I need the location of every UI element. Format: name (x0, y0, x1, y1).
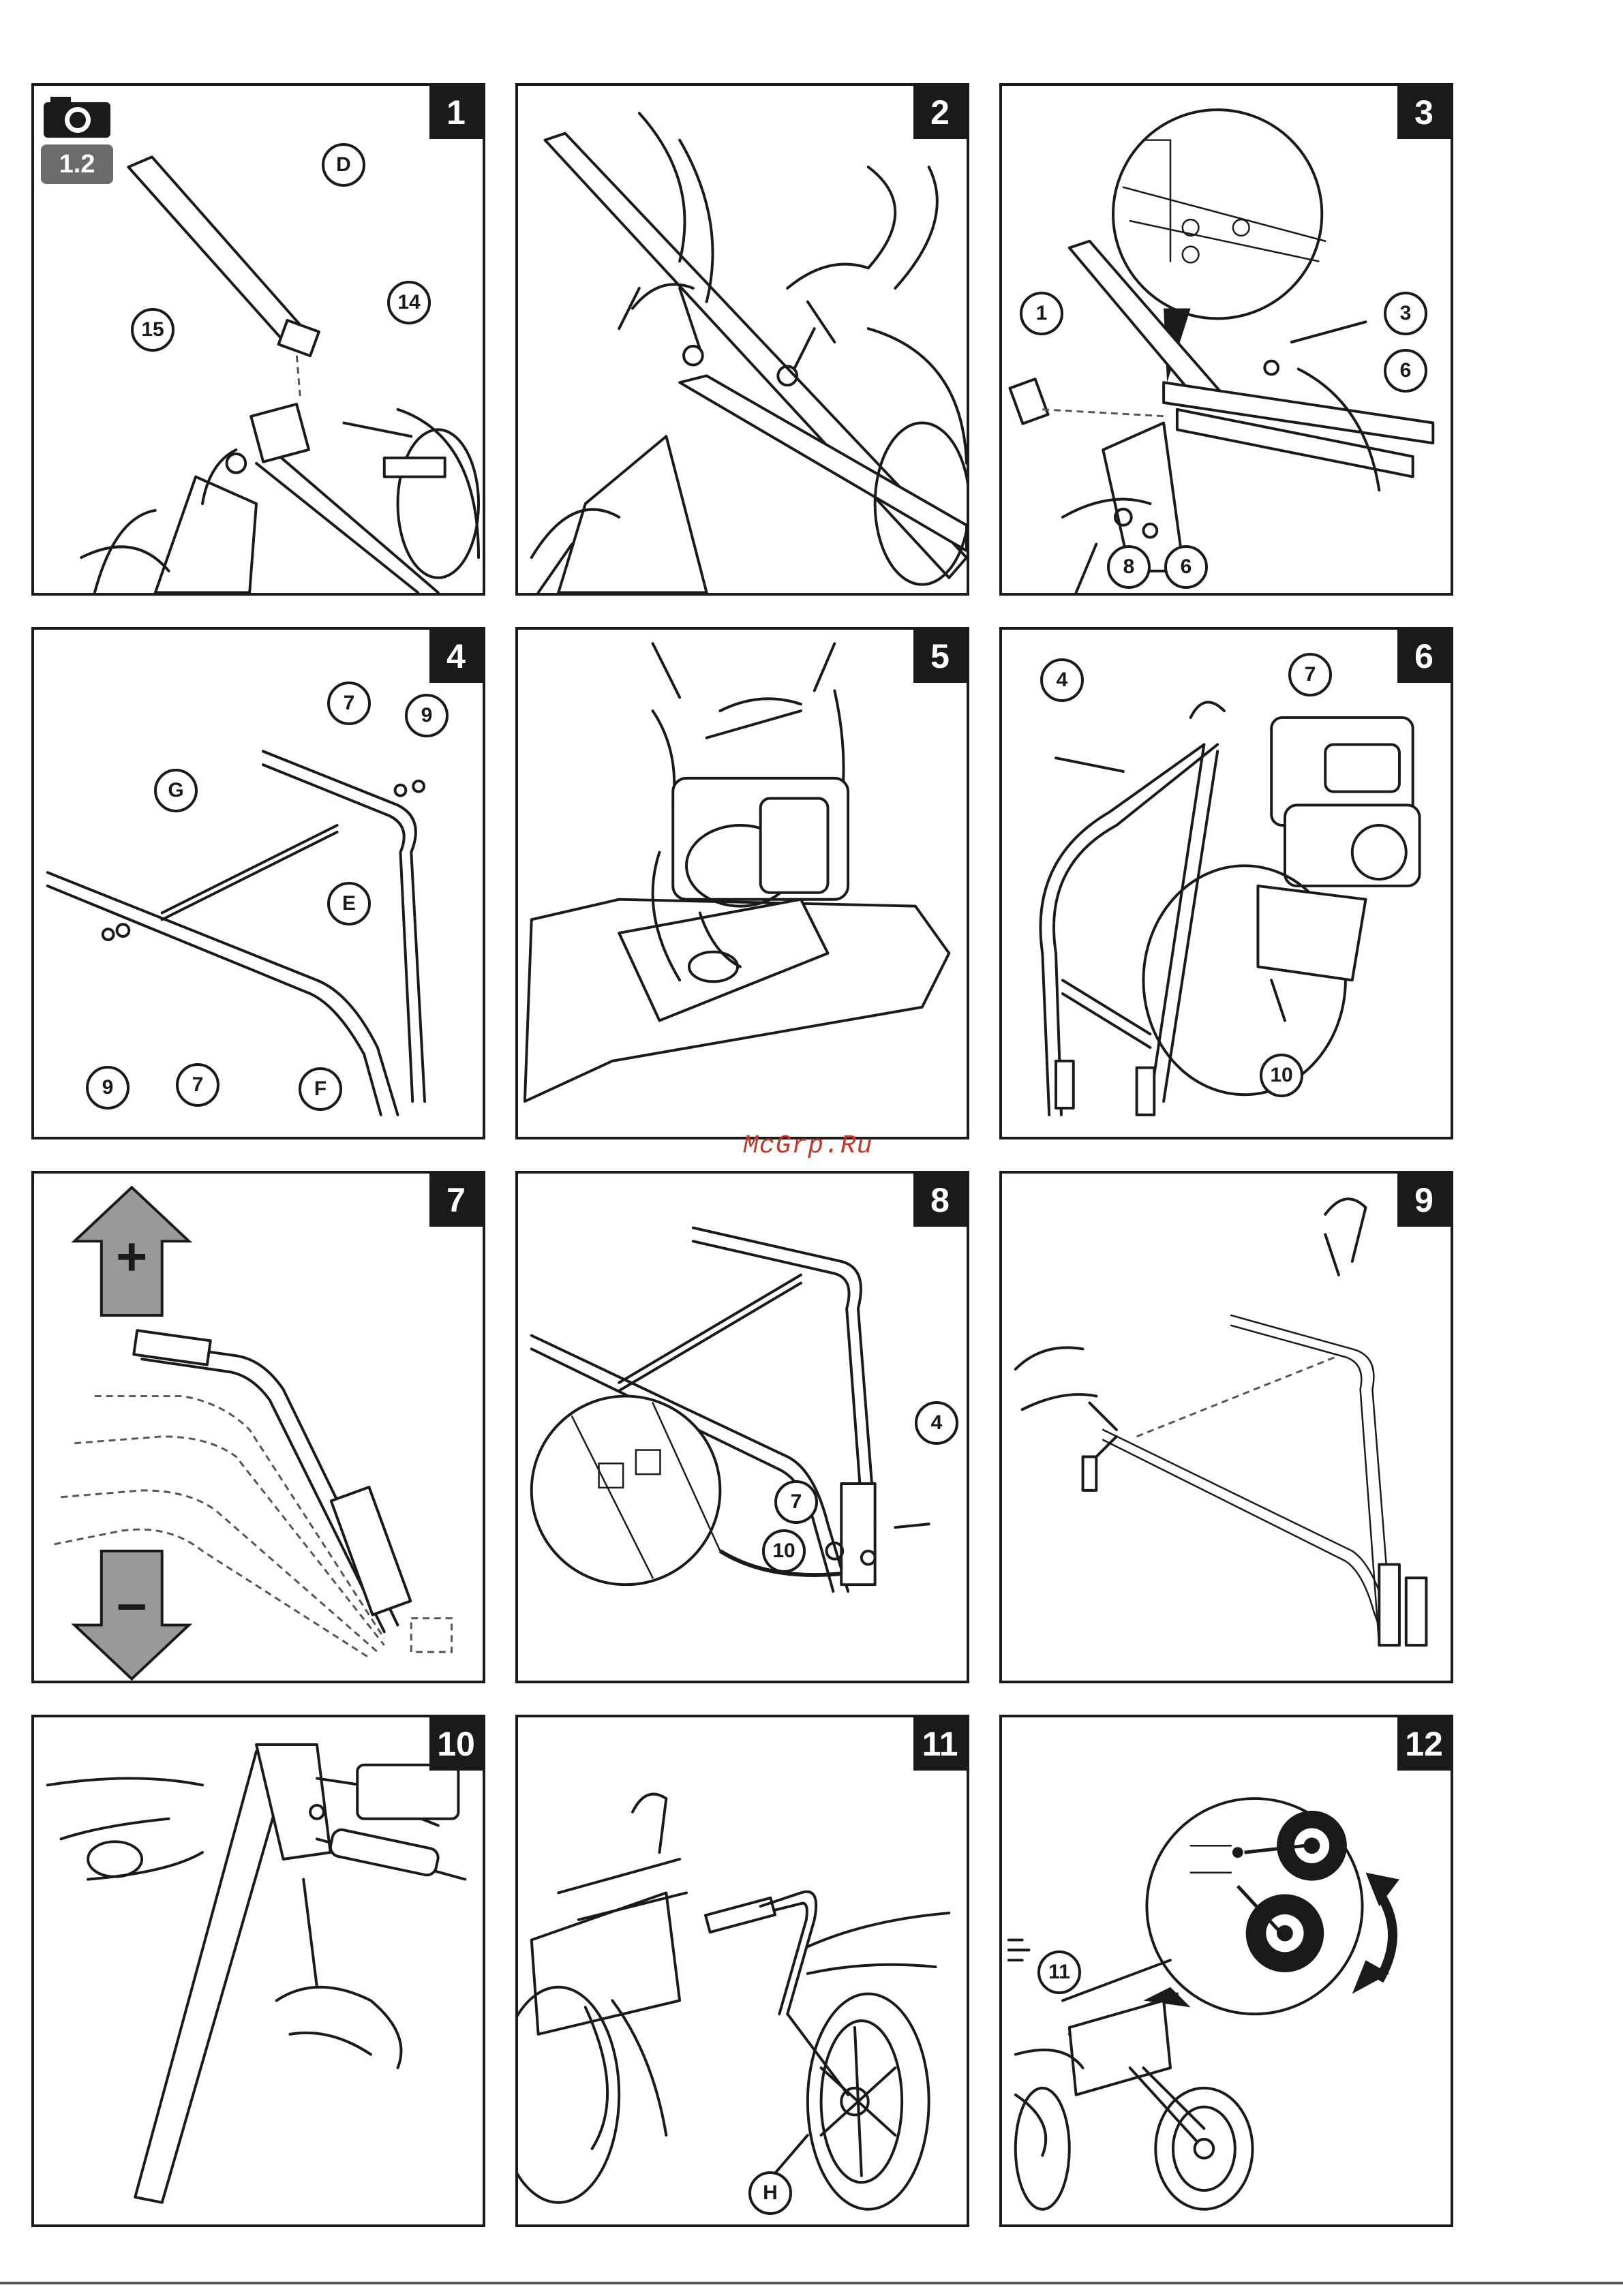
panel-number: 7 (429, 1174, 483, 1227)
callout-F: F (299, 1067, 342, 1111)
callout-7: 7 (1288, 653, 1332, 697)
panel-9: 9 (999, 1171, 1453, 1683)
callout-4: 4 (1040, 658, 1084, 702)
illustration-height-adjustment: +– (34, 1174, 483, 1681)
panel-5: 5 (515, 627, 969, 1139)
panel-4: 4 7 9 G E 9 7 F (31, 627, 485, 1139)
panel-7: +– 7 (31, 1171, 485, 1683)
panel-3: 3 1 3 6 8 6 (999, 83, 1453, 596)
panel-8: 8 4 7 10 (515, 1171, 969, 1683)
panel-2: 2 (515, 83, 969, 596)
panel-10: 10 (31, 1715, 485, 2227)
illustration-lifting-out-of-box (518, 630, 967, 1137)
callout-7-bottom: 7 (176, 1063, 219, 1107)
callout-14: 14 (387, 281, 431, 324)
callout-1: 1 (1020, 292, 1063, 335)
callout-15: 15 (131, 308, 175, 352)
panel-number: 6 (1397, 630, 1451, 683)
minus-label: – (117, 1573, 147, 1634)
callout-E: E (327, 882, 371, 925)
callout-3: 3 (1384, 292, 1427, 335)
illustration-tightening-handlebar (1002, 1174, 1451, 1681)
callout-10: 10 (1260, 1054, 1303, 1097)
watermark: McGrp.Ru (743, 1131, 873, 1161)
callout-11: 11 (1037, 1950, 1081, 1994)
plus-label: + (116, 1226, 147, 1287)
callout-G: G (154, 769, 198, 812)
callout-9-bottom: 9 (86, 1066, 130, 1109)
callout-6-lower: 6 (1164, 545, 1208, 589)
version-badge: 1.2 (41, 144, 113, 184)
callout-9-top: 9 (405, 694, 449, 737)
panel-6: 6 4 7 10 (999, 627, 1453, 1139)
callout-7-top: 7 (327, 682, 371, 725)
panel-number: 3 (1397, 86, 1451, 139)
illustration-bolt-holes-detail (1002, 86, 1451, 593)
camera-icon (41, 94, 113, 139)
panel-12: 12 11 (999, 1715, 1453, 2227)
callout-4: 4 (915, 1401, 958, 1445)
panel-number: 2 (913, 86, 967, 139)
panel-number: 10 (429, 1717, 483, 1771)
panel-11: 11 H (515, 1715, 969, 2227)
callout-7: 7 (774, 1480, 818, 1524)
panel-number: 5 (913, 630, 967, 683)
callout-8: 8 (1107, 545, 1151, 589)
callout-6-upper: 6 (1384, 349, 1427, 393)
panel-number: 12 (1397, 1717, 1451, 1771)
illustration-inserting-pin (34, 1717, 483, 2224)
panel-number: 4 (429, 630, 483, 683)
callout-H: H (748, 2171, 792, 2215)
illustration-attaching-handlebar (1002, 630, 1451, 1137)
panel-number: 9 (1397, 1174, 1451, 1227)
panel-number: 8 (913, 1174, 967, 1227)
illustration-tightening-bolts (518, 86, 967, 593)
illustration-transport-wheel (518, 1717, 967, 2224)
callout-10: 10 (762, 1529, 806, 1573)
panel-1: 1.2 1 D 15 14 (31, 83, 485, 596)
illustration-handlebar-bolt-detail (518, 1174, 967, 1681)
bottom-rule (0, 2282, 1623, 2284)
panel-number: 11 (913, 1717, 967, 1771)
panel-number: 1 (429, 86, 483, 139)
callout-D: D (322, 143, 365, 187)
